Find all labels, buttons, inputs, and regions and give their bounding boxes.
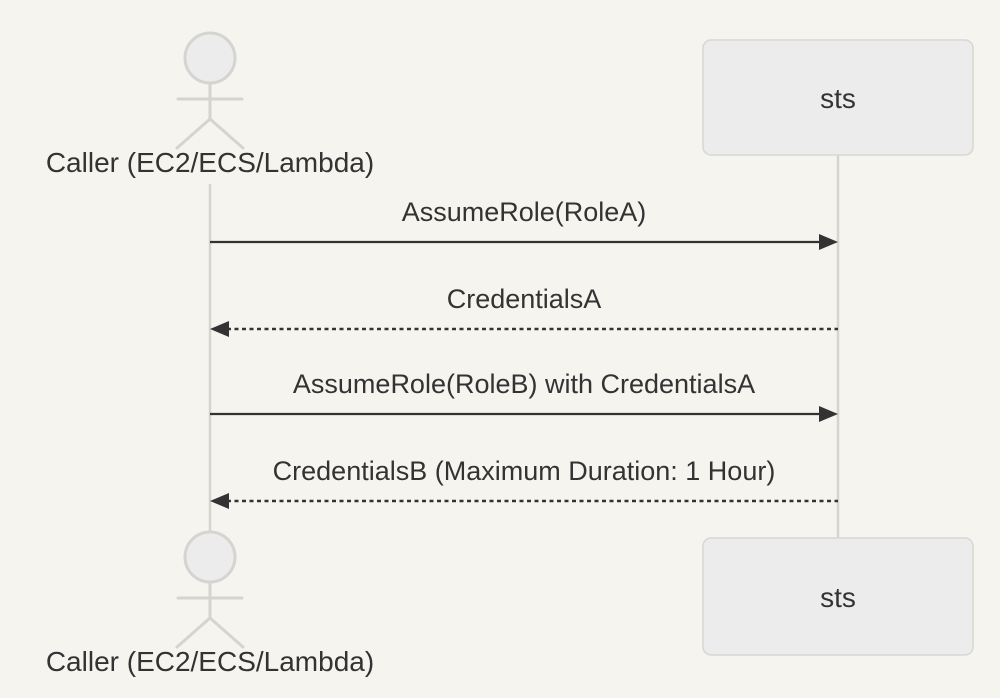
arrowhead-right-icon: [819, 234, 838, 250]
person-head: [183, 530, 237, 584]
message-1-label: AssumeRole(RoleA): [402, 197, 647, 227]
message-4: CredentialsB (Maximum Duration: 1 Hour): [210, 456, 838, 509]
person-icon: [175, 530, 245, 649]
participant-box-sts-top: [702, 39, 974, 156]
participant-label-sts-top: sts: [820, 83, 856, 114]
actor-label-caller-top: Caller (EC2/ECS/Lambda): [46, 147, 374, 178]
participant-box-sts-bottom: [702, 537, 974, 656]
person-icon: [175, 31, 245, 150]
person-leg-right: [208, 117, 245, 150]
actor-label-caller-bottom: Caller (EC2/ECS/Lambda): [46, 646, 374, 677]
arrowhead-right-icon: [819, 406, 838, 422]
message-4-label: CredentialsB (Maximum Duration: 1 Hour): [273, 456, 776, 486]
participant-sts-top: sts: [702, 39, 974, 156]
message-3: AssumeRole(RoleB) with CredentialsA: [210, 369, 838, 422]
message-2-label: CredentialsA: [447, 284, 602, 314]
arrowhead-left-icon: [210, 321, 229, 337]
actor-caller-top: Caller (EC2/ECS/Lambda): [46, 31, 374, 178]
message-3-label: AssumeRole(RoleB) with CredentialsA: [293, 369, 755, 399]
participant-sts-bottom: sts: [702, 537, 974, 656]
participant-label-sts-bottom: sts: [820, 582, 856, 613]
person-leg-left: [175, 117, 212, 150]
person-leg-left: [175, 616, 212, 649]
person-head: [183, 31, 237, 85]
arrowhead-left-icon: [210, 493, 229, 509]
person-leg-right: [208, 616, 245, 649]
message-1: AssumeRole(RoleA): [210, 197, 838, 250]
message-2: CredentialsA: [210, 284, 838, 337]
actor-caller-bottom: Caller (EC2/ECS/Lambda): [46, 530, 374, 677]
